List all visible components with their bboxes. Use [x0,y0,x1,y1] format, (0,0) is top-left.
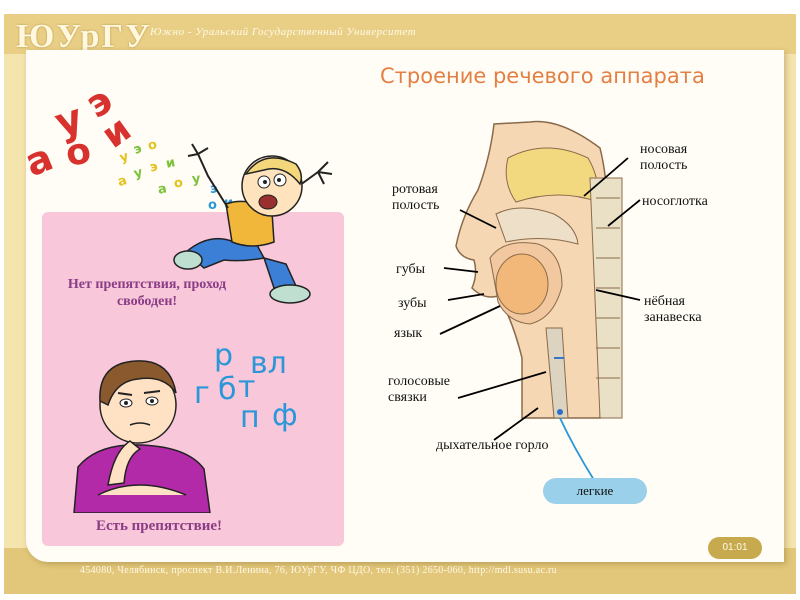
small-vowel: э [210,182,218,197]
footer-text: 454080, Челябинск, проспект В.И.Ленина, … [80,565,557,576]
university-logo: ЮУрГУ [16,18,152,55]
consonant-vl: вл [250,346,287,381]
label-tongue: язык [394,326,423,341]
obstacle-caption: Есть препятствие! [95,518,223,534]
label-soft-palate: нёбная занавеска [644,294,702,325]
thinking-man-illustration [73,360,211,513]
consonant-g: г [194,376,210,411]
consonant-t: т [238,370,256,405]
label-oral-cavity: ротовая полость [392,182,440,213]
consonant-b: б [218,372,237,407]
small-vowel: о [208,198,217,213]
consonant-r: р [214,338,234,373]
label-lips: губы [396,262,426,277]
no-obstacle-caption: Нет препятствия, проход свободен! [67,277,227,309]
slide-number: 01:01 [708,537,762,559]
running-boy-illustration [173,143,333,304]
label-lungs: легкие [543,478,647,504]
label-nasopharynx: носоглотка [642,194,708,209]
header-bar [4,14,796,54]
consonant-p: п [240,400,260,435]
page-title: Строение речевого аппарата [380,64,705,88]
consonant-f: ф [272,398,298,433]
label-larynx: дыхательное горло [436,438,549,453]
university-name: Южно - Уральский Государственный Универс… [150,26,417,38]
label-vocal-cords: голосовые связки [388,374,450,405]
label-teeth: зубы [398,296,427,311]
label-nasal-cavity: носовая полость [640,142,688,173]
